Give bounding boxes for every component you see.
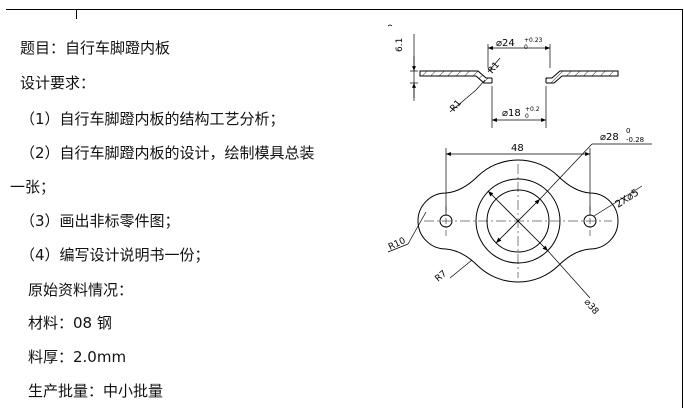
side-view (387, 24, 619, 128)
plan-view (387, 143, 652, 299)
plan-center-distance: 48 (511, 143, 524, 154)
part-drawing: 6.1 ⌀24 +0.23 0 R1 R1 ⌀18 +0.2 0 (387, 24, 652, 318)
plan-outer-diameter: ⌀28 (600, 132, 619, 143)
side-bottom-tol-upper: +0.2 (525, 106, 540, 113)
original-data-heading: 原始资料情况： (28, 281, 134, 299)
plan-outer-tol-upper: 0 (626, 127, 630, 135)
requirements-text: 题目：自行车脚蹬内板 设计要求： （1）自行车脚蹬内板的结构工艺分析； （2）自… (10, 39, 315, 400)
side-top-diameter: ⌀24 (496, 38, 515, 49)
plan-hole-spec: 2X⌀5 (614, 187, 641, 210)
header-tab (6, 10, 77, 19)
side-bottom-diameter: ⌀18 (502, 108, 521, 119)
requirement-item-2: （2）自行车脚蹬内板的设计，绘制模具总装 (20, 144, 315, 162)
material-line: 材料：08 钢 (28, 314, 112, 332)
side-radius-top: R1 (487, 60, 502, 76)
plan-outline (417, 159, 619, 283)
side-height-label: 6.1 (395, 38, 405, 52)
requirement-item-4: （4）编写设计说明书一份； (20, 246, 210, 264)
requirement-item-3: （3）画出非标零件图； (20, 212, 180, 230)
plan-radius-fillet: R7 (434, 269, 450, 284)
document-title: 题目：自行车脚蹬内板 (20, 39, 171, 57)
plan-radius-lobe: R10 (387, 236, 408, 253)
side-top-tol-lower: 0 (524, 44, 528, 51)
plan-boss-diameter: ⌀38 (582, 298, 601, 318)
page-border (6, 9, 683, 408)
side-bottom-tol-lower: 0 (525, 113, 529, 120)
production-line: 生产批量：中小批量 (28, 382, 164, 400)
plan-outer-tol-lower: -0.28 (626, 136, 644, 144)
side-top-tol-upper: +0.23 (524, 37, 543, 44)
requirement-item-1: （1）自行车脚蹬内板的结构工艺分析； (20, 110, 285, 128)
thickness-line: 料厚：2.0mm (28, 348, 127, 366)
requirements-heading: 设计要求： (20, 74, 96, 92)
requirement-item-2-continued: 一张； (10, 178, 56, 196)
side-profile (419, 70, 619, 84)
